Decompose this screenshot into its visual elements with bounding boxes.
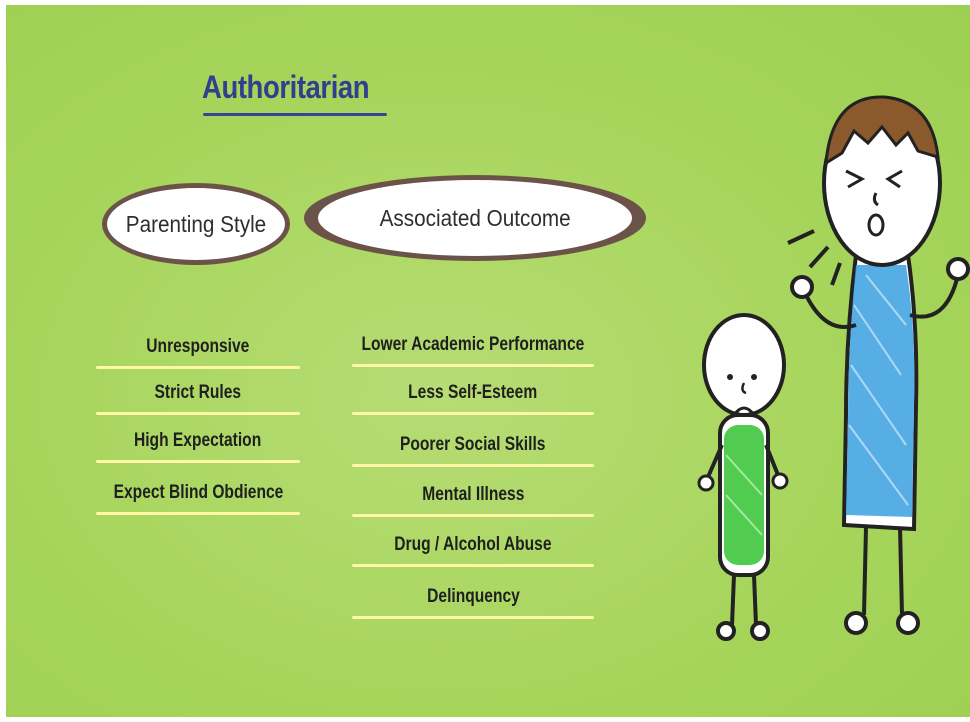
parenting-style-item-label: High Expectation bbox=[134, 430, 262, 451]
slide: Authoritarian Parenting Style Associated… bbox=[6, 5, 970, 717]
parenting-style-item: High Expectation bbox=[96, 419, 300, 463]
outcome-item: Lower Academic Performance bbox=[352, 323, 594, 367]
parenting-style-item: Strict Rules bbox=[96, 371, 300, 415]
sad-child-illustration bbox=[697, 313, 789, 641]
associated-outcome-header: Associated Outcome bbox=[304, 175, 646, 261]
parenting-style-header-label: Parenting Style bbox=[125, 210, 267, 237]
parenting-style-header: Parenting Style bbox=[102, 183, 290, 265]
parenting-style-item-label: Expect Blind Obdience bbox=[113, 482, 283, 503]
outcome-item: Less Self-Esteem bbox=[352, 371, 594, 415]
parenting-style-item-label: Unresponsive bbox=[146, 336, 250, 357]
outcome-item-label: Poorer Social Skills bbox=[400, 434, 546, 455]
outcome-item-label: Less Self-Esteem bbox=[408, 382, 538, 403]
parenting-style-item: Expect Blind Obdience bbox=[96, 471, 300, 515]
parenting-style-item-label: Strict Rules bbox=[154, 382, 242, 403]
associated-outcome-header-label: Associated Outcome bbox=[379, 204, 571, 231]
angry-adult-illustration bbox=[787, 95, 970, 635]
parenting-style-item: Unresponsive bbox=[96, 325, 300, 369]
title-underline bbox=[203, 113, 387, 116]
outcome-item: Drug / Alcohol Abuse bbox=[352, 523, 594, 567]
outcome-item-label: Drug / Alcohol Abuse bbox=[394, 534, 552, 555]
outcome-item-label: Delinquency bbox=[426, 586, 520, 607]
outcome-item: Mental Illness bbox=[352, 473, 594, 517]
outcome-item-label: Lower Academic Performance bbox=[361, 334, 585, 355]
outcome-item: Delinquency bbox=[352, 575, 594, 619]
outcome-item-label: Mental Illness bbox=[421, 484, 525, 505]
outcome-item: Poorer Social Skills bbox=[352, 423, 594, 467]
slide-title: Authoritarian bbox=[202, 69, 370, 105]
family-illustration bbox=[697, 95, 970, 641]
